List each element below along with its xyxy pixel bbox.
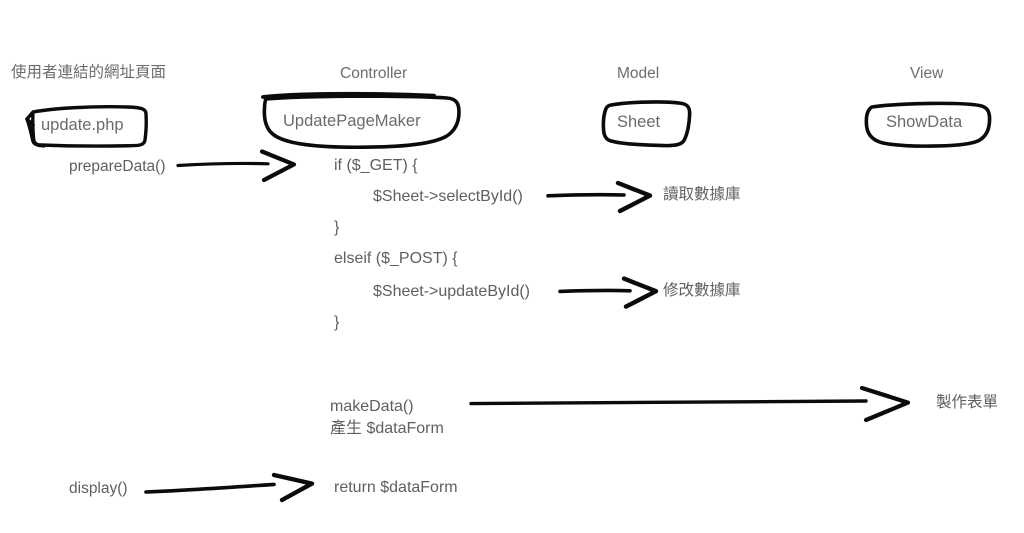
code-line-close-elseif: }	[334, 314, 340, 331]
code-line-make-data: makeData() 產生 $dataForm	[330, 398, 444, 437]
code-line-select-by-id: $Sheet->selectById()	[373, 188, 523, 205]
annotation-read-db: 讀取數據庫	[663, 186, 741, 203]
arrow-prepare-data	[176, 149, 297, 183]
code-line-if-get: if ($_GET) {	[334, 157, 418, 174]
call-label-prepare-data: prepareData()	[69, 158, 166, 175]
node-label-show-data[interactable]: ShowData	[886, 113, 963, 131]
arrow-display	[144, 472, 315, 503]
column-header-controller: Controller	[340, 65, 408, 82]
code-line-update-by-id: $Sheet->updateById()	[373, 283, 530, 300]
call-label-display: display()	[69, 480, 128, 497]
node-shape-update-page-maker-topstroke	[261, 91, 436, 99]
node-label-update-page-maker[interactable]: UpdatePageMaker	[283, 112, 421, 130]
column-header-view: View	[910, 65, 944, 82]
arrow-update-by-id	[558, 276, 659, 309]
code-line-close-if: }	[334, 219, 340, 236]
node-label-sheet[interactable]: Sheet	[617, 113, 661, 131]
column-header-user-page: 使用者連結的網址頁面	[11, 64, 167, 81]
annotation-modify-db: 修改數據庫	[663, 282, 741, 299]
column-header-model: Model	[617, 65, 660, 82]
code-line-return-data-form: return $dataForm	[334, 479, 458, 496]
arrow-make-data	[469, 385, 911, 423]
arrow-select-by-id	[546, 180, 653, 214]
node-label-update-php[interactable]: update.php	[41, 116, 124, 134]
annotation-make-form: 製作表單	[936, 394, 999, 411]
code-line-elseif-post: elseif ($_POST) {	[334, 250, 458, 267]
